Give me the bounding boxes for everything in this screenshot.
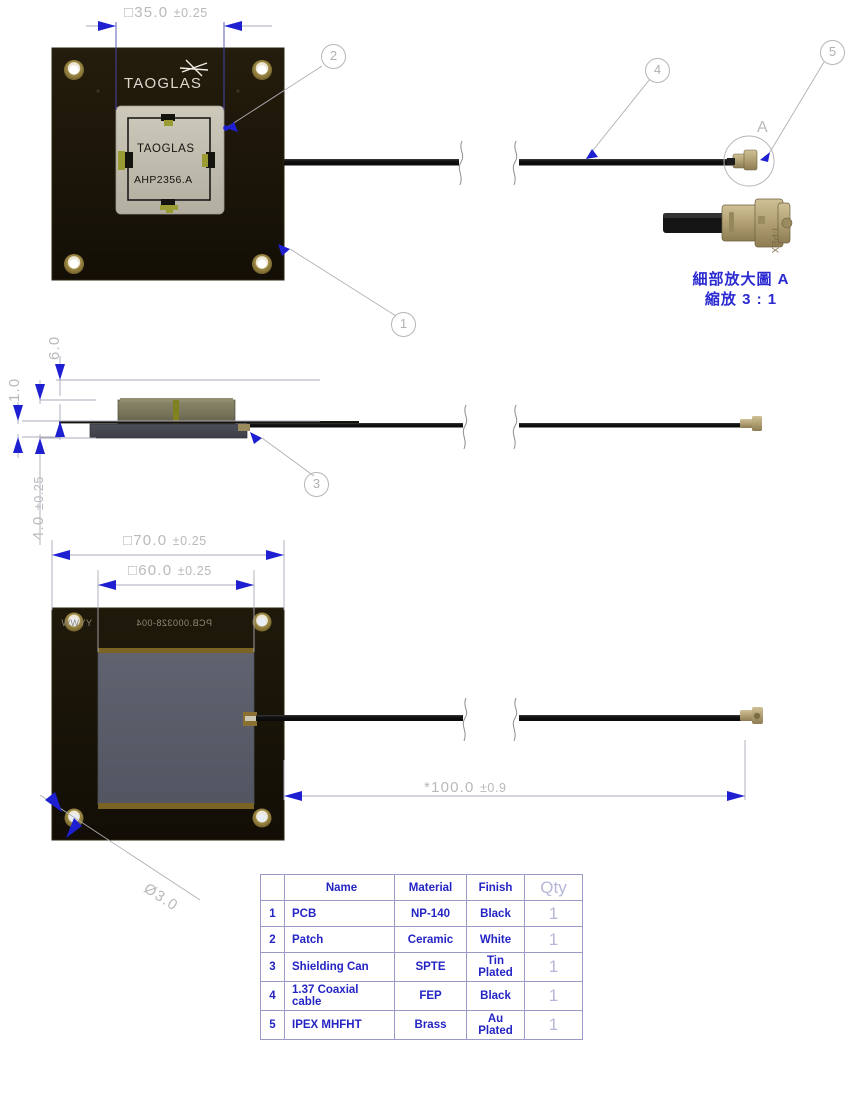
top-view-cable (284, 159, 745, 166)
top-view-ipex-connector (727, 149, 758, 171)
bottom-view-ipex-connector (740, 707, 763, 724)
table-header-row: Name Material Finish Qty (260, 874, 583, 901)
cell-finish: Black (466, 981, 525, 1011)
table-row: 2 Patch Ceramic White 1 (260, 926, 583, 953)
cell-material: NP-140 (394, 900, 467, 927)
cell-name: 1.37 Coaxial cable (284, 981, 395, 1011)
svg-text:TAOGLAS: TAOGLAS (124, 75, 202, 92)
cell-material: Brass (394, 1010, 467, 1040)
cell-finish: White (466, 926, 525, 953)
dim-patch-height: 4.0 ±0.25 (30, 475, 47, 540)
header-finish: Finish (466, 874, 525, 901)
cell-finish: Au Plated (466, 1010, 525, 1040)
balloon-5[interactable]: 5 (820, 40, 845, 65)
top-view-assembly: TAOGLAS TAOGLAS AHP2356.A (51, 47, 285, 281)
cell-material: SPTE (394, 952, 467, 982)
side-view-ipex-connector (740, 416, 762, 431)
balloon-3[interactable]: 3 (304, 472, 329, 497)
header-name: Name (284, 874, 395, 901)
cell-name: Patch (284, 926, 395, 953)
balloon-2[interactable]: 2 (321, 44, 346, 69)
break-symbol-top (458, 140, 518, 186)
dim-pcb-size: □70.0 ±0.25 (123, 532, 207, 549)
cell-material: Ceramic (394, 926, 467, 953)
balloon-leader-lines (225, 61, 825, 477)
cell-finish: Black (466, 900, 525, 927)
svg-text:AHP2356.A: AHP2356.A (134, 174, 192, 186)
dimension-arrowheads (13, 21, 745, 838)
dim-pcb-thickness: 1.0 (6, 377, 23, 402)
dim-cable-length: *100.0 ±0.9 (424, 779, 507, 796)
balloon-1[interactable]: 1 (391, 312, 416, 337)
header-material: Material (394, 874, 467, 901)
svg-text:YYWW: YYWW (61, 618, 92, 628)
cell-index: 3 (260, 952, 285, 982)
cell-name: PCB (284, 900, 395, 927)
header-index (260, 874, 285, 901)
cell-index: 1 (260, 900, 285, 927)
cell-qty: 1 (524, 952, 583, 982)
cell-qty: 1 (524, 981, 583, 1011)
detail-view-connector: I-PEX (663, 198, 793, 254)
detail-circle-a (723, 135, 775, 187)
header-qty: Qty (524, 874, 583, 901)
break-symbol-side (462, 404, 518, 450)
side-view-assembly (59, 398, 745, 439)
svg-text:TAOGLAS: TAOGLAS (137, 143, 195, 155)
cell-finish: Tin Plated (466, 952, 525, 982)
cell-index: 4 (260, 981, 285, 1011)
cell-index: 2 (260, 926, 285, 953)
cell-qty: 1 (524, 900, 583, 927)
cell-material: FEP (394, 981, 467, 1011)
balloon-4[interactable]: 4 (645, 58, 670, 83)
cell-name: Shielding Can (284, 952, 395, 982)
svg-text:I-PEX: I-PEX (770, 228, 780, 254)
break-symbol-bottom (462, 697, 518, 742)
dim-ground-size: □60.0 ±0.25 (128, 562, 212, 579)
cell-qty: 1 (524, 1010, 583, 1040)
cell-name: IPEX MHFHT (284, 1010, 395, 1040)
bottom-view-assembly: YYWW PCB.000328-004 (51, 607, 285, 841)
detail-view-title: 細部放大圖 A (692, 271, 790, 288)
detail-marker-a: A (757, 119, 768, 136)
svg-text:PCB.000328-004: PCB.000328-004 (136, 618, 212, 628)
cell-qty: 1 (524, 926, 583, 953)
dim-total-height: 6.0 (46, 335, 63, 360)
table-row: 1 PCB NP-140 Black 1 (260, 900, 583, 927)
parts-table: Name Material Finish Qty 1 PCB NP-140 Bl… (260, 874, 583, 1040)
balloon-arrowheads (223, 122, 770, 444)
table-row: 4 1.37 Coaxial cable FEP Black 1 (260, 981, 583, 1011)
cell-index: 5 (260, 1010, 285, 1040)
detail-view-scale: 縮放 3 : 1 (704, 291, 778, 308)
table-row: 3 Shielding Can SPTE Tin Plated 1 (260, 952, 583, 982)
dim-patch-size: □35.0 ±0.25 (124, 4, 208, 21)
bottom-view-cable (256, 715, 745, 721)
table-row: 5 IPEX MHFHT Brass Au Plated 1 (260, 1010, 583, 1040)
